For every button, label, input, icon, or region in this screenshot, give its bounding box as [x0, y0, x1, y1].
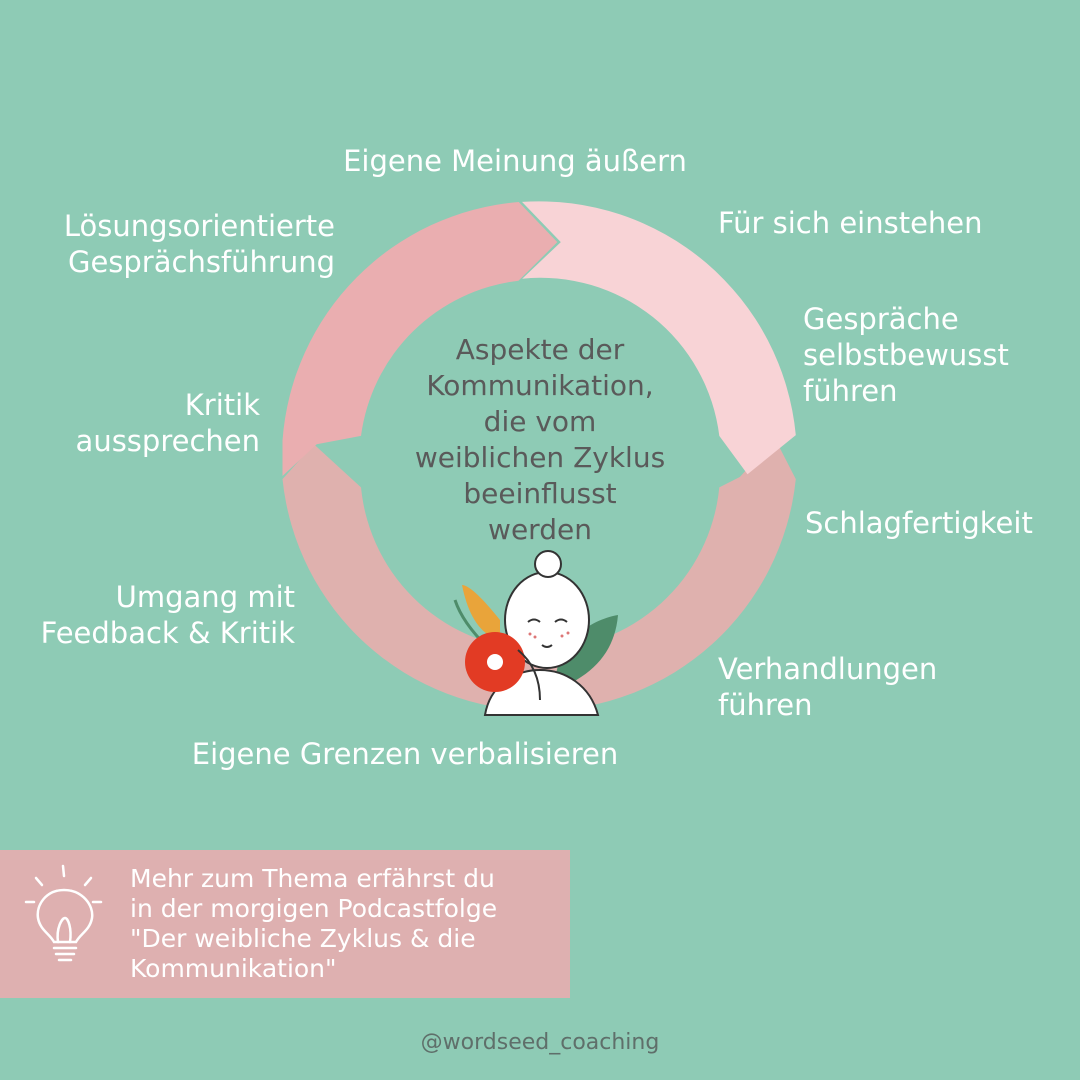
label-bottom-left: Umgang mit Feedback & Kritik: [40, 580, 295, 650]
cycle-arrow-top-left: [282, 202, 558, 476]
lightbulb-icon: [24, 864, 103, 962]
leaf-right: [555, 615, 618, 690]
cycle-arrow-right: [522, 201, 796, 475]
label-top-right: Für sich einstehen: [718, 206, 983, 240]
woman-illustration: [453, 550, 618, 716]
leaf-left: [462, 585, 500, 640]
cycle-arrow-bottom: [282, 438, 796, 711]
cta-box: Mehr zum Thema erfährst du in der morgig…: [0, 850, 570, 998]
instagram-handle: @wordseed_coaching: [420, 1030, 660, 1055]
center-title: Aspekte der Kommunikation, die vom weibl…: [414, 333, 666, 546]
label-top: Eigene Meinung äußern: [343, 144, 687, 178]
label-left: Kritik aussprechen: [75, 388, 260, 458]
hair-bun: [534, 550, 562, 578]
label-right-upper: Gespräche selbstbewusst führen: [803, 302, 1009, 408]
label-bottom-right: Verhandlungen führen: [718, 652, 938, 722]
cta-text: Mehr zum Thema erfährst du in der morgig…: [130, 864, 498, 983]
label-right: Schlagfertigkeit: [805, 506, 1033, 540]
label-top-left: Lösungsorientierte Gesprächsführung: [63, 209, 335, 279]
label-bottom: Eigene Grenzen verbalisieren: [191, 737, 619, 771]
